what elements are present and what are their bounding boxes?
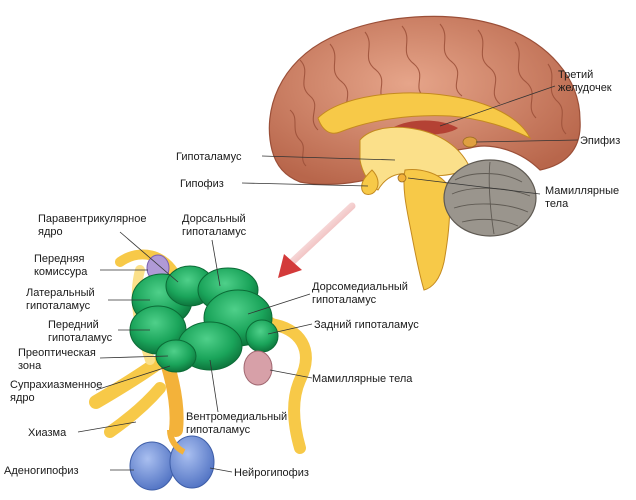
leader-hypophysis [241, 182, 369, 187]
label-adenohypophysis: Аденогипофиз [4, 465, 79, 477]
label-anterior-commissure: Передняя комиссура [34, 253, 88, 278]
label-dorsal: Дорсальный гипоталамус [182, 213, 249, 238]
leader-preoptic [99, 355, 169, 359]
label-paraventricular: Паравентрикулярное ядро [38, 213, 150, 238]
label-suprachiasmatic: Супрахиазменное ядро [10, 379, 105, 404]
leader-chiasm [77, 421, 137, 433]
mammillary-body-brain [397, 173, 407, 183]
hypothalamic-nuclei [129, 265, 279, 373]
leader-posterior [267, 323, 313, 335]
brain-sagittal-section [268, 15, 581, 291]
pineal-gland [462, 136, 478, 148]
leader-hypothalamus [261, 155, 396, 161]
label-posterior: Задний гипоталамус [314, 319, 419, 331]
zoom-arrow [278, 202, 356, 278]
stalk [161, 359, 184, 437]
label-third-ventricle: Третий желудочек [558, 69, 612, 94]
fornix-posterior [264, 318, 312, 454]
brainstem [403, 169, 451, 291]
mammillary-body-detail [243, 350, 273, 386]
anterior-commissure-tract [115, 249, 181, 281]
corpus-callosum [317, 92, 532, 140]
leader-lines [77, 85, 579, 473]
label-lateral: Латеральный гипоталамус [26, 287, 98, 312]
leader-dorsal [211, 239, 221, 287]
leader-mammillary-detail [269, 369, 313, 379]
pituitary-brain [361, 169, 379, 195]
adenohypophysis-lobe [129, 441, 175, 491]
leader-neurohypophysis [209, 467, 233, 473]
label-hypothalamus: Гипоталамус [176, 151, 242, 163]
leader-mammillary-brain [407, 177, 541, 195]
label-hypophysis: Гипофиз [180, 178, 224, 190]
label-anterior: Передний гипоталамус [48, 319, 113, 344]
label-chiasm: Хиазма [28, 427, 67, 439]
cerebellum-folia [451, 161, 531, 235]
leader-third-ventricle [439, 85, 556, 127]
leader-suprachiasmatic [95, 365, 171, 391]
leader-paraventricular [119, 231, 179, 283]
label-mammillary-brain: Мамиллярные тела [545, 185, 622, 210]
leader-ventromedial [209, 359, 219, 413]
hypothalamus-detail [89, 249, 312, 491]
label-neurohypophysis: Нейрогипофиз [234, 467, 309, 479]
leader-epiphysis [475, 139, 579, 143]
optic-nerve [104, 382, 166, 438]
labels: Третий желудочек Эпифиз Гипоталамус Гипо… [4, 69, 622, 479]
nucleus-posterior [245, 319, 279, 353]
label-mammillary-detail: Мамиллярные тела [312, 373, 413, 385]
pituitary-stalk [167, 429, 186, 455]
label-epiphysis: Эпифиз [580, 135, 620, 147]
label-ventromedial: Вентромедиальный гипоталамус [186, 411, 290, 436]
label-dorsomedial: Дорсомедиальный гипоталамус [312, 281, 411, 306]
leader-dorsomedial [247, 293, 311, 315]
label-preoptic: Преоптическая зона [18, 347, 99, 372]
